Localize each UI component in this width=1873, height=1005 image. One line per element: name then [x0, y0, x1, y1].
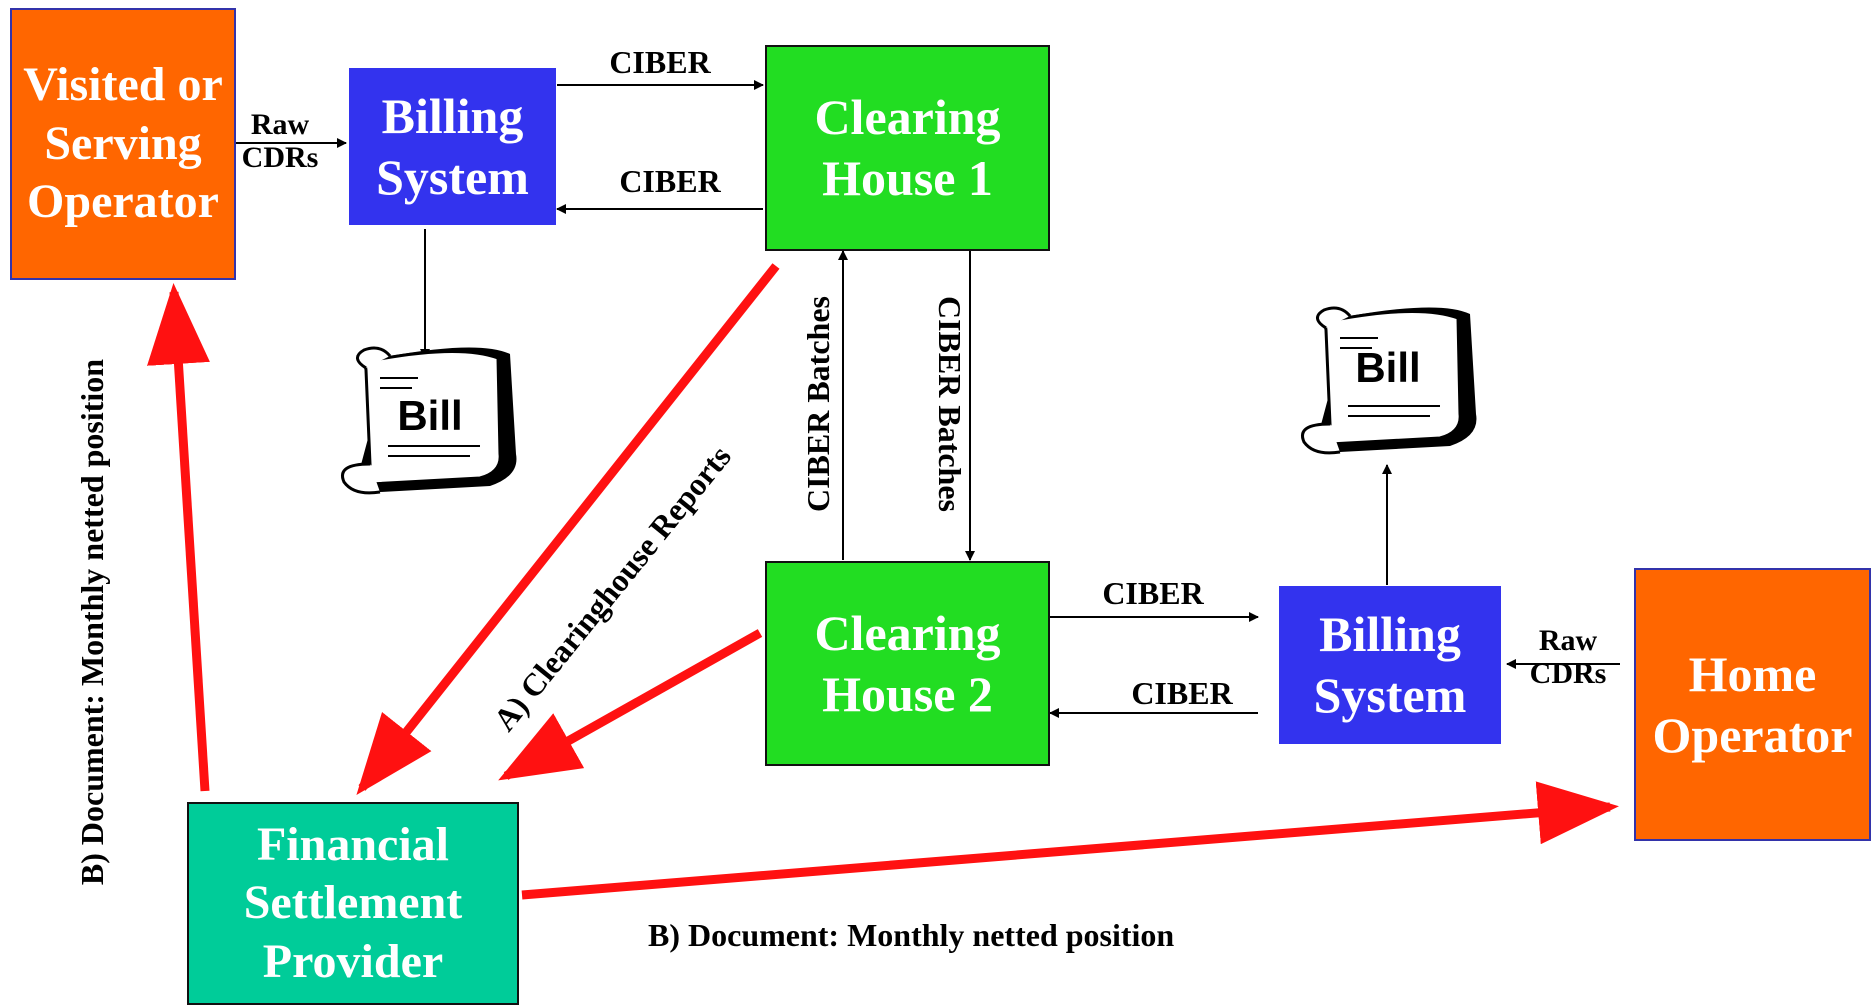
ciber-bs1-to-ch1-label: CIBER [609, 44, 711, 80]
visited-operator-node: Visited or Serving Operator [10, 8, 236, 280]
clearing-house-2-label: Clearing House 2 [814, 604, 1001, 722]
bill-label-home: Bill [1355, 344, 1420, 391]
financial-settlement-provider-label: Financial Settlement Provider [243, 817, 463, 988]
billing-system-home-node: Billing System [1279, 586, 1501, 744]
ciber-bs2-to-ch2-label: CIBER [1131, 675, 1233, 711]
home-operator-node: Home Operator [1634, 568, 1871, 841]
bill-scroll-icon-visited: Bill [341, 346, 517, 495]
clearing-house-1-node: Clearing House 1 [765, 45, 1050, 251]
home-operator-label: Home Operator [1652, 645, 1853, 763]
monthly-netted-position-horizontal-label: B) Document: Monthly netted position [648, 917, 1175, 953]
bill-label-visited: Bill [397, 392, 462, 439]
billing-system-home-label: Billing System [1313, 606, 1467, 723]
raw-cdrs-visited-label: Raw CDRs [241, 108, 319, 174]
billing-system-visited-node: Billing System [349, 68, 556, 225]
monthly-netted-position-vertical-label: B) Document: Monthly netted position [74, 358, 110, 886]
ciber-batches-down-label: CIBER Batches [932, 295, 968, 512]
visited-operator-label: Visited or Serving Operator [23, 58, 223, 229]
financial-settlement-provider-node: Financial Settlement Provider [187, 802, 519, 1005]
arrow-settlement-to-visited [147, 283, 210, 792]
ciber-batches-up-label: CIBER Batches [800, 296, 836, 513]
billing-system-visited-label: Billing System [376, 87, 529, 205]
arrow-settlement-to-home [521, 781, 1619, 900]
raw-cdrs-home-label: Raw CDRs [1529, 624, 1607, 690]
bill-scroll-icon-home: Bill [1301, 306, 1477, 455]
clearing-house-1-label: Clearing House 1 [814, 89, 1001, 206]
ciber-ch2-to-bs2-label: CIBER [1102, 575, 1204, 611]
clearing-house-2-node: Clearing House 2 [765, 561, 1050, 766]
arrow-ch1-to-settlement [356, 263, 780, 796]
ciber-ch1-to-bs1-label: CIBER [619, 163, 721, 199]
arrow-ch2-to-settlement [498, 629, 763, 781]
